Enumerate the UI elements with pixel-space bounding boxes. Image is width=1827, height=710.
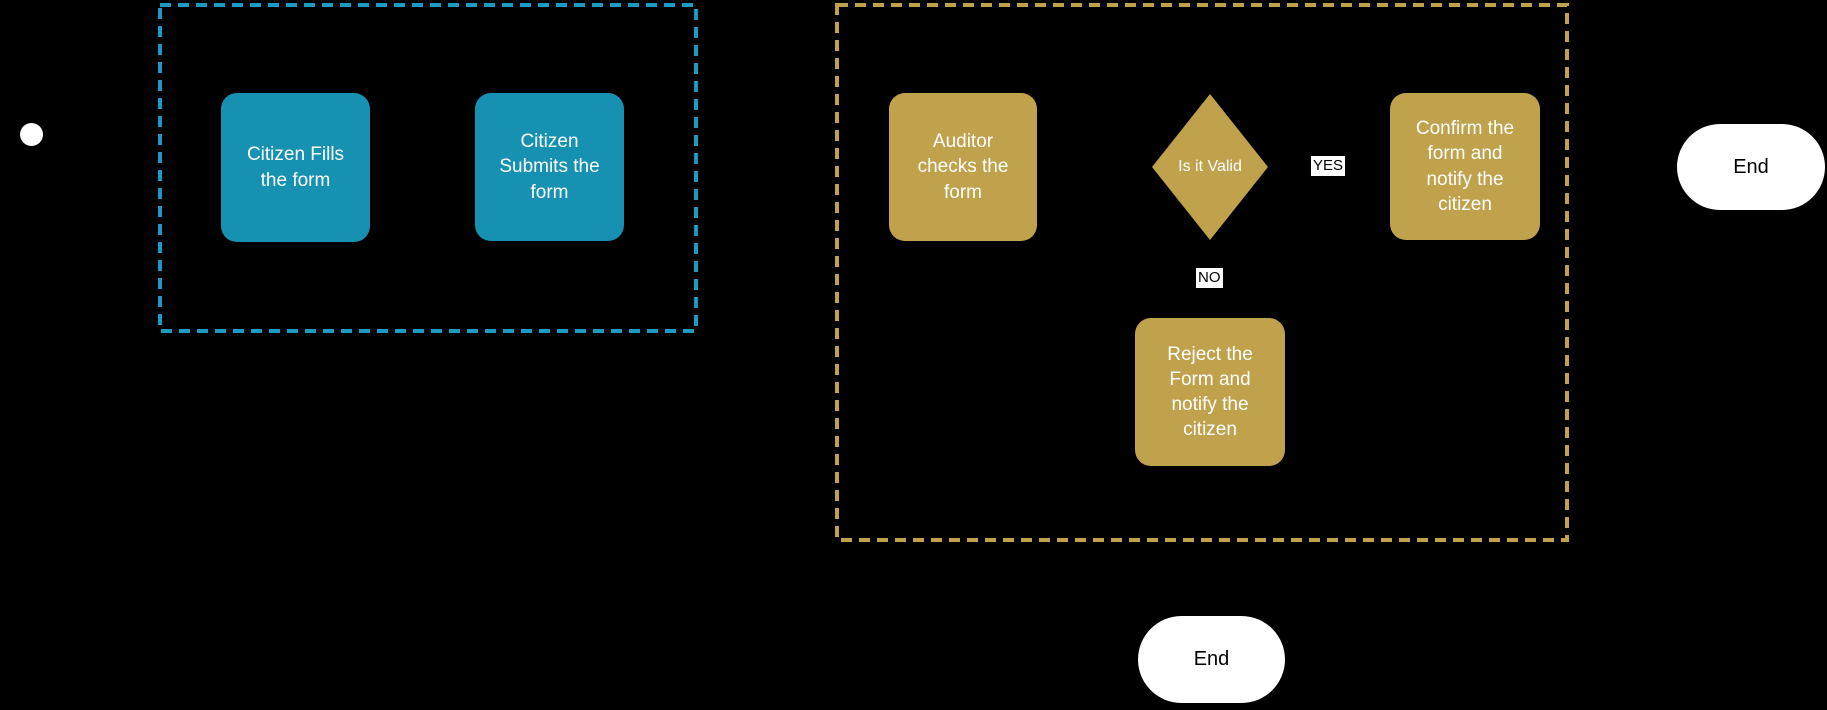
start-node-icon <box>20 123 43 146</box>
end-label: End <box>1193 648 1230 670</box>
end-node-reject-path: End <box>1138 616 1285 703</box>
node-reject-form: Reject the Form and notify the citizen <box>1135 318 1285 466</box>
edge-label-no: NO <box>1196 268 1223 288</box>
decision-is-it-valid: Is it Valid <box>1152 94 1268 240</box>
node-citizen-submits-form: Citizen Submits the form <box>475 93 624 241</box>
edge-label-yes: YES <box>1311 156 1346 176</box>
node-label: Is it Valid <box>1178 158 1242 176</box>
end-label: End <box>1733 155 1769 178</box>
node-label: Auditor checks the form <box>917 131 1009 203</box>
node-label: Reject the Form and notify the citizen <box>1167 343 1253 441</box>
node-label: Citizen Fills the form <box>246 144 345 191</box>
node-citizen-fills-form: Citizen Fills the form <box>221 93 370 242</box>
node-label: Confirm the form and notify the citizen <box>1415 118 1515 215</box>
node-confirm-form: Confirm the form and notify the citizen <box>1390 93 1540 240</box>
end-node-main: End <box>1677 124 1825 210</box>
node-auditor-checks-form: Auditor checks the form <box>889 93 1037 241</box>
node-label: Citizen Submits the form <box>499 131 600 203</box>
